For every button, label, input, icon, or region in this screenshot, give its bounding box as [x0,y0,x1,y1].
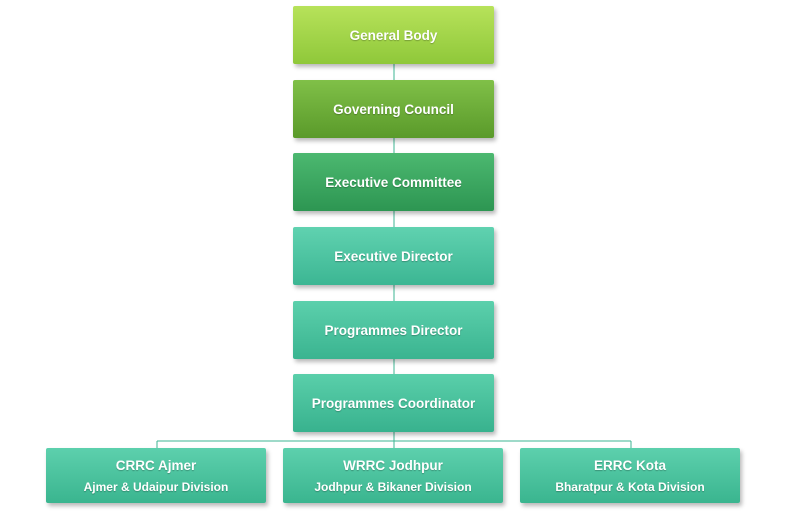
programmes-coordinator-box: Programmes Coordinator [293,374,494,432]
centre-name: WRRC Jodhpur [343,457,443,473]
centre-division: Jodhpur & Bikaner Division [314,479,472,494]
governing-council-box: Governing Council [293,80,494,138]
general-body-box: General Body [293,6,494,64]
centre-name: CRRC Ajmer [115,457,197,473]
centre-name: ERRC Kota [593,457,666,473]
executive-director-box: Executive Director [293,227,494,285]
centre-division: Bharatpur & Kota Division [555,479,705,494]
programmes-director-label: Programmes Director [324,322,463,338]
centre-division: Ajmer & Udaipur Division [83,479,229,494]
executive-director-label: Executive Director [334,248,453,264]
programmes-director-box: Programmes Director [293,301,494,359]
general-body-label: General Body [349,27,438,43]
wrrc-jodhpur-box: WRRC Jodhpur Jodhpur & Bikaner Division [283,448,503,503]
crrc-ajmer-box: CRRC Ajmer Ajmer & Udaipur Division [46,448,266,503]
programmes-coordinator-label: Programmes Coordinator [311,395,476,411]
governing-council-label: Governing Council [333,101,454,117]
executive-committee-box: Executive Committee [293,153,494,211]
executive-committee-label: Executive Committee [325,174,462,190]
errc-kota-box: ERRC Kota Bharatpur & Kota Division [520,448,740,503]
